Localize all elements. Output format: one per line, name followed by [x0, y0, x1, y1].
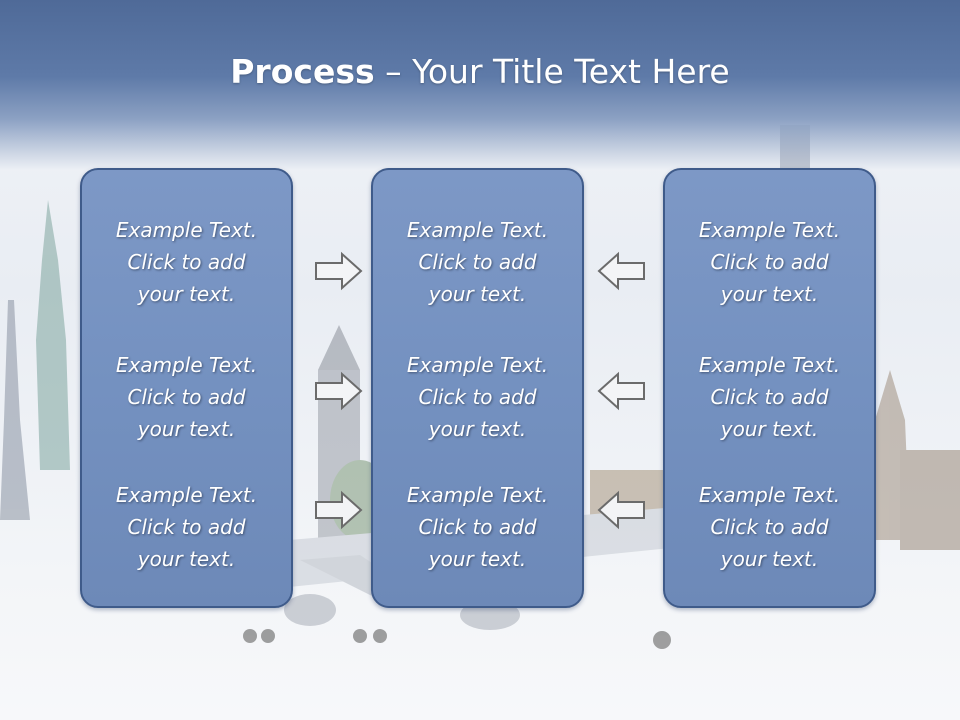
text-line: Example Text.: [406, 218, 549, 242]
text-line: Example Text.: [115, 353, 258, 377]
text-line: your text.: [137, 282, 236, 306]
text-line: your text.: [720, 417, 819, 441]
process-panel-middle[interactable]: Example Text. Click to add your text. Ex…: [371, 168, 584, 608]
text-block[interactable]: Example Text. Click to add your text.: [373, 479, 582, 575]
text-line: Click to add: [710, 385, 829, 409]
text-line: Example Text.: [115, 483, 258, 507]
text-line: your text.: [720, 282, 819, 306]
arrow-right-icon[interactable]: [314, 251, 364, 291]
text-line: your text.: [428, 547, 527, 571]
text-line: Example Text.: [406, 483, 549, 507]
text-line: your text.: [428, 417, 527, 441]
title-rest: – Your Title Text Here: [374, 52, 730, 91]
text-block[interactable]: Example Text. Click to add your text.: [82, 349, 291, 445]
arrow-left-icon[interactable]: [596, 251, 646, 291]
text-line: your text.: [428, 282, 527, 306]
text-line: Example Text.: [698, 353, 841, 377]
text-line: Click to add: [127, 385, 246, 409]
text-line: Click to add: [418, 385, 537, 409]
text-block[interactable]: Example Text. Click to add your text.: [82, 479, 291, 575]
text-block[interactable]: Example Text. Click to add your text.: [665, 479, 874, 575]
text-block[interactable]: Example Text. Click to add your text.: [373, 214, 582, 310]
text-line: Example Text.: [115, 218, 258, 242]
arrow-left-icon[interactable]: [596, 490, 646, 530]
text-block[interactable]: Example Text. Click to add your text.: [665, 214, 874, 310]
text-line: your text.: [720, 547, 819, 571]
slide-title[interactable]: Process – Your Title Text Here: [0, 52, 960, 91]
process-panel-right[interactable]: Example Text. Click to add your text. Ex…: [663, 168, 876, 608]
text-line: Example Text.: [698, 218, 841, 242]
arrow-right-icon[interactable]: [314, 490, 364, 530]
text-line: your text.: [137, 547, 236, 571]
title-bold: Process: [230, 52, 375, 91]
text-line: Click to add: [710, 250, 829, 274]
arrow-left-icon[interactable]: [596, 371, 646, 411]
text-block[interactable]: Example Text. Click to add your text.: [82, 214, 291, 310]
text-line: Click to add: [127, 515, 246, 539]
text-line: Example Text.: [698, 483, 841, 507]
title-bar: [0, 0, 960, 170]
arrow-right-icon[interactable]: [314, 371, 364, 411]
process-panel-left[interactable]: Example Text. Click to add your text. Ex…: [80, 168, 293, 608]
text-line: Click to add: [127, 250, 246, 274]
text-block[interactable]: Example Text. Click to add your text.: [373, 349, 582, 445]
text-line: Click to add: [710, 515, 829, 539]
text-line: Click to add: [418, 250, 537, 274]
text-line: your text.: [137, 417, 236, 441]
text-line: Click to add: [418, 515, 537, 539]
text-line: Example Text.: [406, 353, 549, 377]
text-block[interactable]: Example Text. Click to add your text.: [665, 349, 874, 445]
